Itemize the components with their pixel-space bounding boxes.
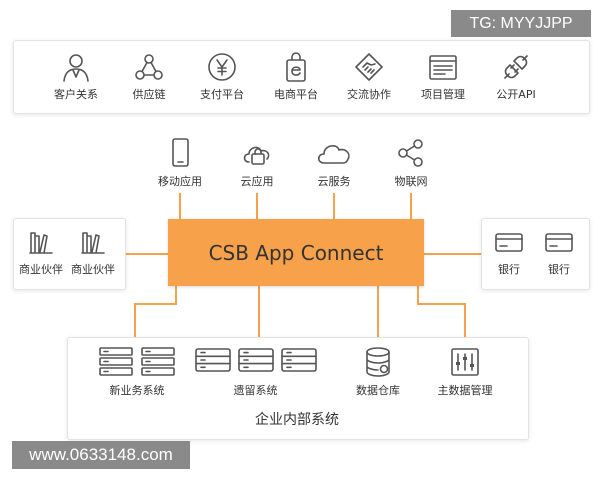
internal-systems-title: 企业内部系统 <box>255 412 339 428</box>
connector-legacy <box>258 286 260 343</box>
cloud-item-iot: 物联网 <box>381 137 441 188</box>
top-item-label: 公开API <box>496 88 536 101</box>
bank-label: 银行 <box>498 263 520 276</box>
partner-label: 商业伙伴 <box>19 263 63 276</box>
connector-new-business-up <box>175 286 177 305</box>
top-item-label: 供应链 <box>132 88 166 101</box>
cloud-item-label: 云应用 <box>240 175 274 188</box>
top-item-ecommerce: 电商平台 <box>266 51 326 101</box>
yuan-coin-icon <box>208 53 236 81</box>
server-rack-icon <box>194 348 317 372</box>
top-item-payment: 支付平台 <box>192 51 252 101</box>
connector-master-data <box>464 303 466 343</box>
books-icon <box>81 232 105 254</box>
handshake-icon <box>355 53 383 81</box>
partner-item: 商业伙伴 <box>17 228 65 276</box>
browser-window-icon <box>429 55 457 80</box>
internal-item-legacy: 遗留系统 <box>188 346 323 397</box>
bank-item: 银行 <box>486 228 532 276</box>
top-item-project-management: 项目管理 <box>413 51 473 101</box>
cloud-item-cloud-app: 云应用 <box>227 137 287 188</box>
partner-item: 商业伙伴 <box>69 228 117 276</box>
top-item-label: 项目管理 <box>421 88 465 101</box>
plug-icon <box>504 55 528 79</box>
mobile-phone-icon <box>172 138 189 167</box>
internal-item-data-warehouse: 数据仓库 <box>348 346 408 397</box>
equalizer-icon <box>451 348 479 376</box>
cloud-item-mobile: 移动应用 <box>150 137 210 188</box>
csb-app-connect-hub: CSB App Connect <box>168 219 424 286</box>
user-icon <box>63 54 89 82</box>
top-item-collaboration: 交流协作 <box>339 51 399 101</box>
tg-watermark: TG: MYYJJPP <box>451 10 591 37</box>
partners-panel <box>13 218 126 290</box>
connector-master-data-up <box>417 286 419 304</box>
connector-iot <box>410 193 412 220</box>
connector-master-data-h <box>417 303 465 305</box>
internal-item-label: 数据仓库 <box>356 384 400 397</box>
top-item-label: 客户关系 <box>54 88 98 101</box>
bank-label: 银行 <box>548 263 570 276</box>
top-item-supply-chain: 供应链 <box>119 51 179 101</box>
connector-new-business-h <box>134 303 176 305</box>
network-triangle-icon <box>135 54 163 80</box>
hub-title: CSB App Connect <box>208 240 384 265</box>
server-rack-icon <box>99 347 175 376</box>
banks-panel <box>481 218 590 290</box>
top-application-bar <box>13 40 590 114</box>
top-item-label: 交流协作 <box>347 88 391 101</box>
connector-cloud-app <box>256 193 258 220</box>
connector-mobile <box>179 193 181 220</box>
connector-new-business <box>134 303 136 343</box>
cloud-item-cloud-service: 云服务 <box>304 137 364 188</box>
internal-item-label: 遗留系统 <box>233 384 278 397</box>
share-nodes-icon <box>398 139 423 167</box>
cloud-bag-icon <box>243 146 270 165</box>
cloud-item-label: 物联网 <box>394 175 428 188</box>
cloud-icon <box>317 145 350 164</box>
bank-card-icon <box>495 233 523 252</box>
connector-partners <box>124 253 169 255</box>
bank-item: 银行 <box>536 228 582 276</box>
internal-item-new-business: 新业务系统 <box>92 346 182 397</box>
ecommerce-bag-icon <box>286 52 306 82</box>
top-item-label: 电商平台 <box>274 88 318 101</box>
connector-cloud-service <box>333 193 335 220</box>
database-icon <box>366 347 390 377</box>
top-item-label: 支付平台 <box>200 88 244 101</box>
internal-item-label: 主数据管理 <box>437 384 493 397</box>
top-item-public-api: 公开API <box>486 51 546 101</box>
top-item-crm: 客户关系 <box>46 51 106 101</box>
cloud-item-label: 移动应用 <box>158 175 202 188</box>
connector-banks <box>424 253 481 255</box>
internal-item-master-data: 主数据管理 <box>430 346 500 397</box>
connector-warehouse <box>377 286 379 343</box>
cloud-item-label: 云服务 <box>317 175 351 188</box>
bank-card-icon <box>545 233 573 252</box>
url-watermark: www.0633148.com <box>12 441 190 469</box>
books-icon <box>29 232 53 254</box>
internal-item-label: 新业务系统 <box>109 384 165 397</box>
partner-label: 商业伙伴 <box>71 263 115 276</box>
